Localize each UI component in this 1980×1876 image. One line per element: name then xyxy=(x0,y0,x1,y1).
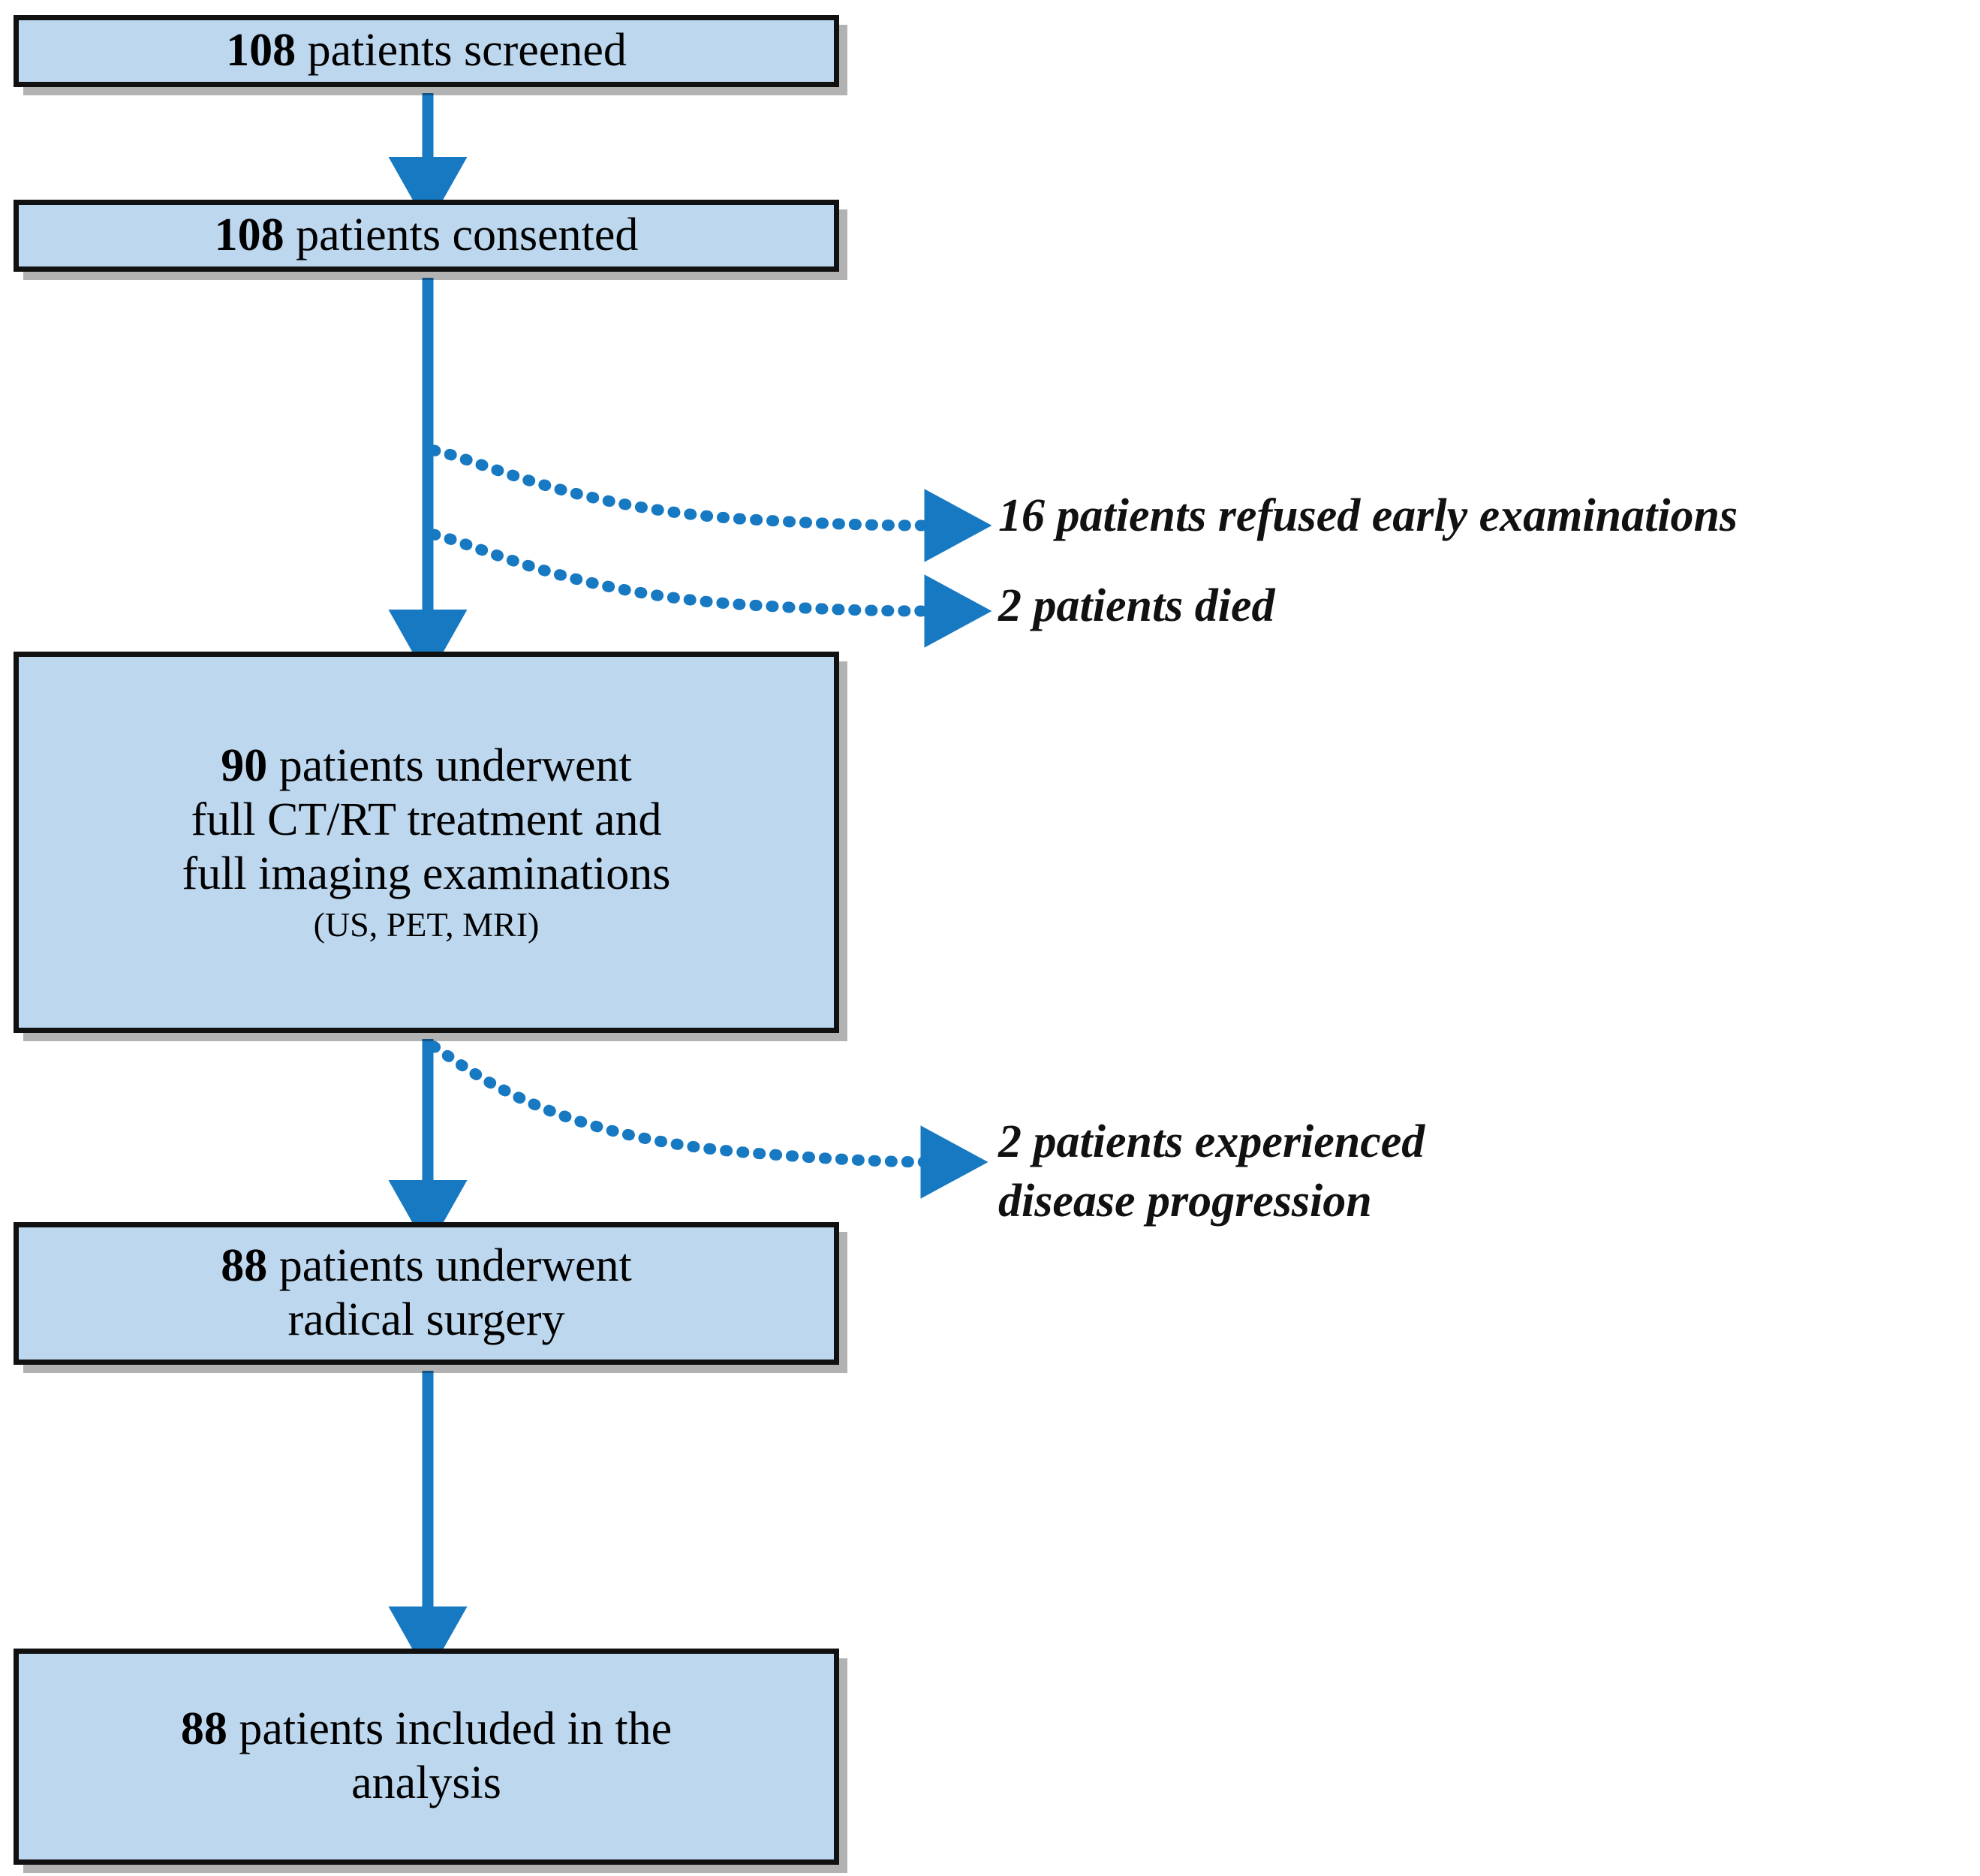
annotation-progression-line2: disease progression xyxy=(998,1176,1372,1227)
annotation-patients-died: 2 patients died xyxy=(998,580,1275,631)
node-consented-count: 108 xyxy=(214,209,284,261)
node-included-in-analysis: 88 patients included in the analysis xyxy=(14,1649,839,1865)
node-treatment-label: patients underwent xyxy=(267,740,632,792)
node-consented-text: 108 patients consented xyxy=(215,209,639,263)
annotation-refused-early-examinations: 16 patients refused early examinations xyxy=(998,490,1738,541)
node-treatment-count: 90 xyxy=(221,740,268,792)
node-analysis-label: patients included in the xyxy=(227,1703,673,1755)
node-screened-text: 108 patients screened xyxy=(226,24,627,78)
node-screened-count: 108 xyxy=(226,25,296,77)
node-surgery-count: 88 xyxy=(221,1240,268,1292)
dotted-arrow-progression xyxy=(428,1040,988,1199)
dotted-arrow-died xyxy=(428,528,992,648)
annotation-progression-line1: 2 patients experienced xyxy=(998,1116,1425,1167)
node-consented-label: patients consented xyxy=(284,209,639,261)
annotation-disease-progression: 2 patients experienced disease progressi… xyxy=(998,1113,1425,1232)
node-full-treatment-and-imaging: 90 patients underwent full CT/RT treatme… xyxy=(14,652,839,1033)
node-treatment-line2: full CT/RT treatment and xyxy=(191,794,662,846)
node-analysis-count: 88 xyxy=(180,1703,227,1755)
node-treatment-line3: full imaging examinations xyxy=(182,848,671,900)
node-treatment-line1: 90 patients underwent xyxy=(221,739,632,793)
node-patients-screened: 108 patients screened xyxy=(14,15,839,87)
node-analysis-line1: 88 patients included in the xyxy=(181,1703,672,1757)
node-analysis-line2: analysis xyxy=(351,1757,501,1808)
dotted-arrow-refused xyxy=(428,444,992,562)
node-surgery-line2: radical surgery xyxy=(287,1294,565,1345)
node-surgery-line1: 88 patients underwent xyxy=(221,1239,632,1293)
node-surgery-label: patients underwent xyxy=(267,1240,632,1292)
node-screened-label: patients screened xyxy=(296,25,627,77)
node-patients-consented: 108 patients consented xyxy=(14,200,839,272)
node-radical-surgery: 88 patients underwent radical surgery xyxy=(14,1222,839,1365)
node-treatment-modalities: (US, PET, MRI) xyxy=(313,905,540,944)
